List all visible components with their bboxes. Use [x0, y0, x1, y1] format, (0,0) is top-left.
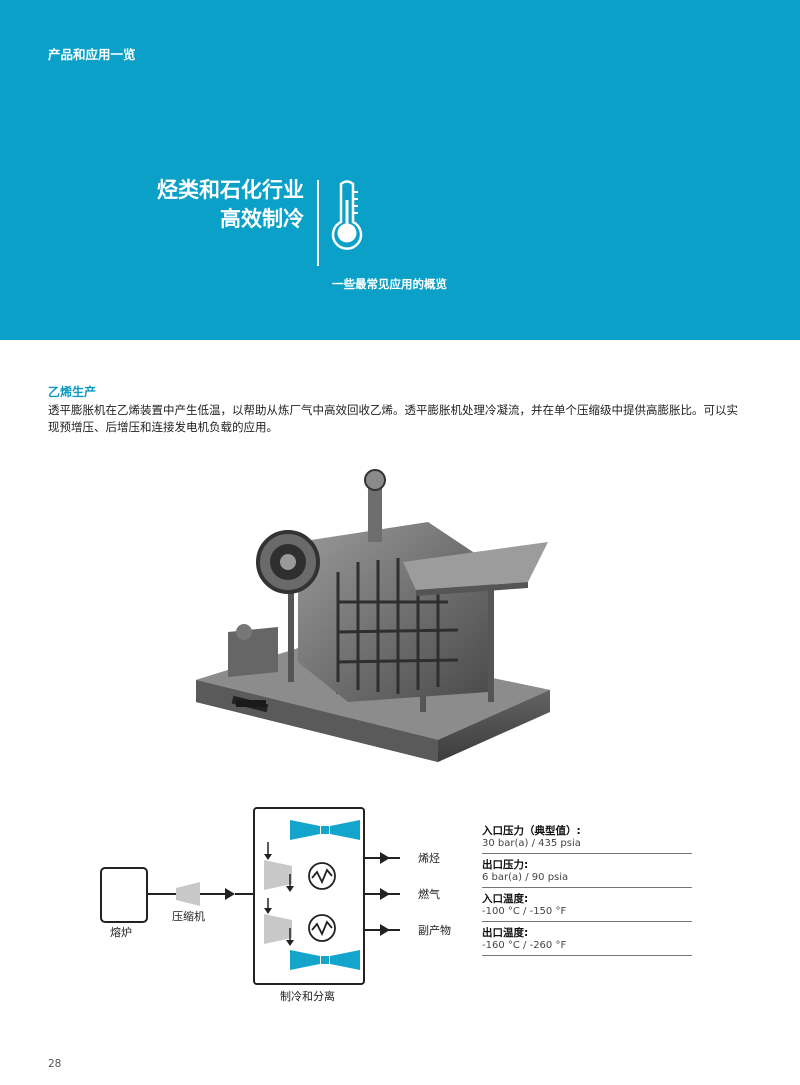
spec-label: 出口温度:	[482, 927, 529, 939]
arrow-icon	[380, 852, 390, 864]
page-title-line-1: 烃类和石化行业	[157, 178, 304, 202]
heat-exchanger-icon	[308, 862, 336, 890]
spec-value: 6 bar(a) / 90 psia	[482, 872, 569, 883]
output-label-fuel-gas: 燃气	[418, 887, 440, 901]
section-paragraph: 透平膨胀机在乙烯装置中产生低温，以帮助从炼厂气中高效回收乙烯。透平膨胀机处理冷凝…	[48, 403, 738, 434]
spec-value: -160 °C / -260 °F	[482, 940, 567, 951]
spec-label: 出口压力:	[482, 859, 529, 871]
spec-value: 30 bar(a) / 435 psia	[482, 838, 581, 849]
compressor-label: 压缩机	[172, 909, 205, 923]
spec-label: 入口压力（典型值）:	[482, 825, 581, 837]
inner-compressor-icon	[264, 860, 292, 890]
spec-value: -100 °C / -150 °F	[482, 906, 567, 917]
spec-list: 入口压力（典型值）: 30 bar(a) / 435 psia 出口压力: 6 …	[482, 823, 692, 959]
compressor-symbol	[176, 882, 200, 906]
heat-exchanger-icon	[308, 914, 336, 942]
header-banner: 产品和应用一览 烃类和石化行业 高效制冷 一些最常见应用的概览	[0, 0, 800, 340]
arrow-icon	[380, 924, 390, 936]
process-flow-diagram: 熔炉 压缩机 制冷和分离	[100, 807, 451, 1003]
page-number: 28	[48, 1058, 62, 1070]
page-subtitle: 一些最常见应用的概览	[332, 277, 447, 291]
expander-bottom-icon	[290, 950, 360, 970]
spec-label: 入口温度:	[482, 893, 529, 905]
process-label: 制冷和分离	[280, 989, 335, 1003]
section-heading: 乙烯生产	[48, 385, 97, 399]
spec-item: 出口压力: 6 bar(a) / 90 psia	[482, 857, 692, 888]
furnace-box	[100, 867, 148, 923]
section-label: 产品和应用一览	[48, 47, 136, 62]
title-divider	[317, 180, 319, 266]
arrow-icon	[225, 888, 235, 900]
spec-item: 入口压力（典型值）: 30 bar(a) / 435 psia	[482, 823, 692, 854]
page-title: 烃类和石化行业 高效制冷	[157, 176, 304, 234]
expander-top-icon	[290, 820, 360, 840]
turboexpander-skid-image	[196, 469, 550, 762]
spec-item: 入口温度: -100 °C / -150 °F	[482, 891, 692, 922]
output-label-byproducts: 副产物	[418, 923, 451, 937]
thermometer-icon	[331, 180, 363, 250]
output-label-olefins: 烯烃	[418, 852, 440, 865]
spec-item: 出口温度: -160 °C / -260 °F	[482, 925, 692, 956]
page-title-line-2: 高效制冷	[220, 207, 304, 231]
inner-compressor-icon	[264, 914, 292, 944]
arrow-icon	[380, 888, 390, 900]
furnace-label: 熔炉	[110, 925, 132, 939]
